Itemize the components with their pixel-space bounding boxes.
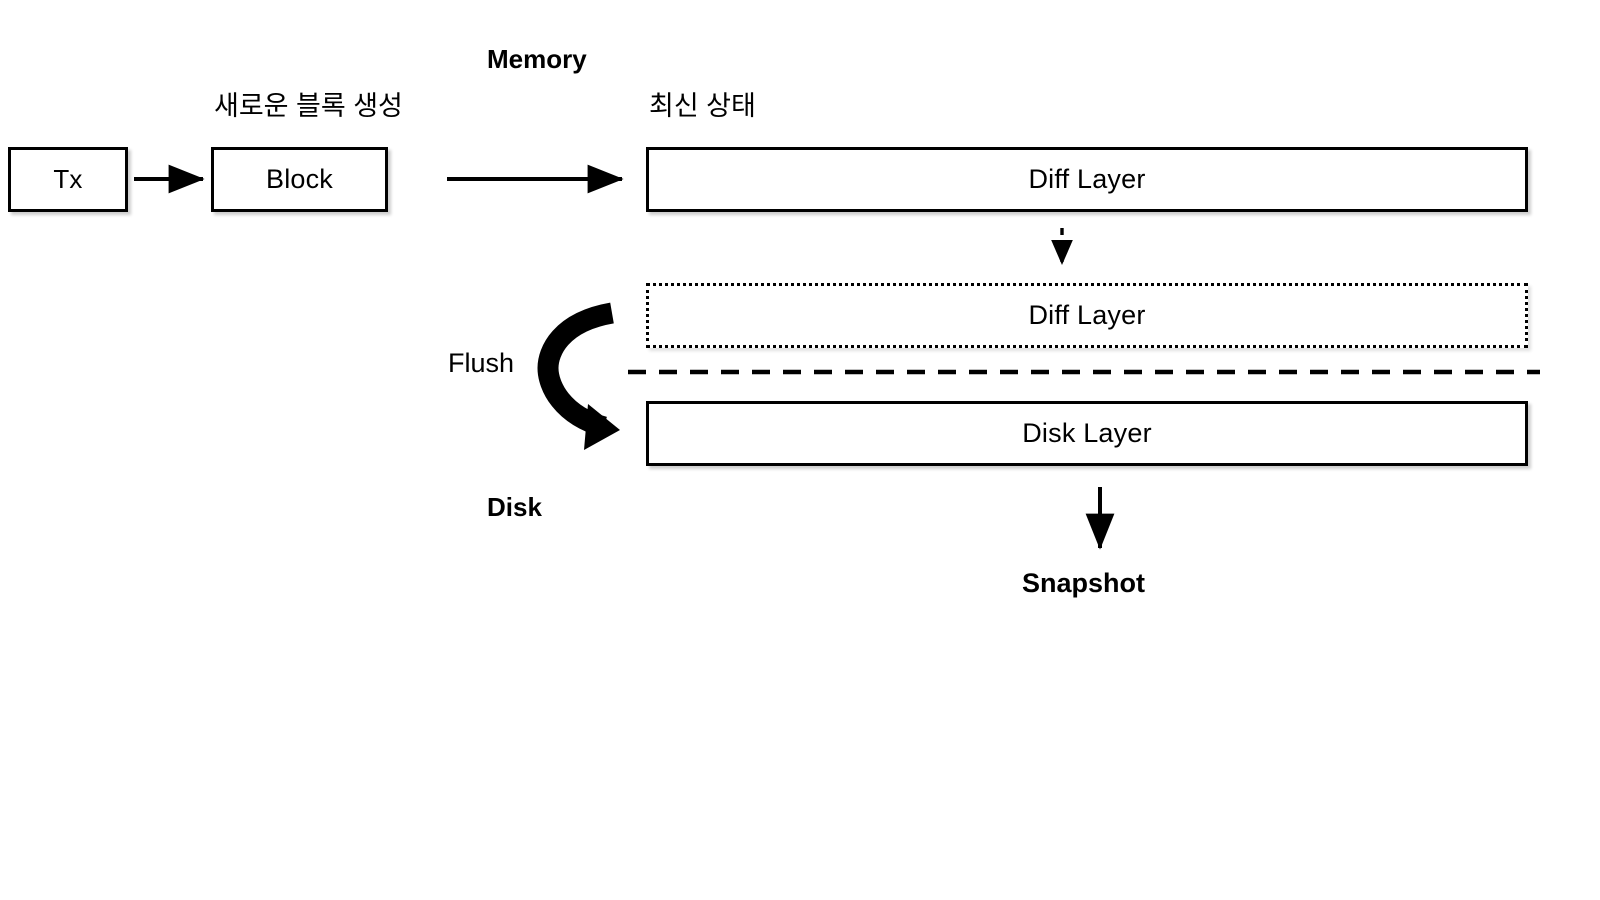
node-disk-layer[interactable]: Disk Layer bbox=[646, 401, 1528, 466]
node-block-label: Block bbox=[265, 164, 334, 194]
node-tx[interactable]: Tx bbox=[8, 147, 128, 212]
annotation-flush: Flush bbox=[448, 348, 515, 378]
section-label-memory: Memory bbox=[487, 44, 587, 74]
node-disk-layer-label: Disk Layer bbox=[1022, 418, 1152, 448]
node-diff-layer-memory-label: Diff Layer bbox=[1028, 164, 1146, 194]
node-block[interactable]: Block bbox=[211, 147, 388, 212]
annotation-new-block-created: 새로운 블록 생성 bbox=[214, 91, 403, 121]
connector-flush-curve bbox=[537, 302, 620, 450]
node-diff-layer-pending-label: Diff Layer bbox=[1028, 300, 1146, 330]
section-label-disk: Disk bbox=[487, 492, 542, 522]
annotation-latest-state: 최신 상태 bbox=[649, 91, 756, 121]
node-tx-label: Tx bbox=[53, 164, 83, 194]
node-diff-layer-pending[interactable]: Diff Layer bbox=[646, 283, 1528, 348]
annotation-snapshot: Snapshot bbox=[1022, 568, 1146, 598]
node-diff-layer-memory[interactable]: Diff Layer bbox=[646, 147, 1528, 212]
